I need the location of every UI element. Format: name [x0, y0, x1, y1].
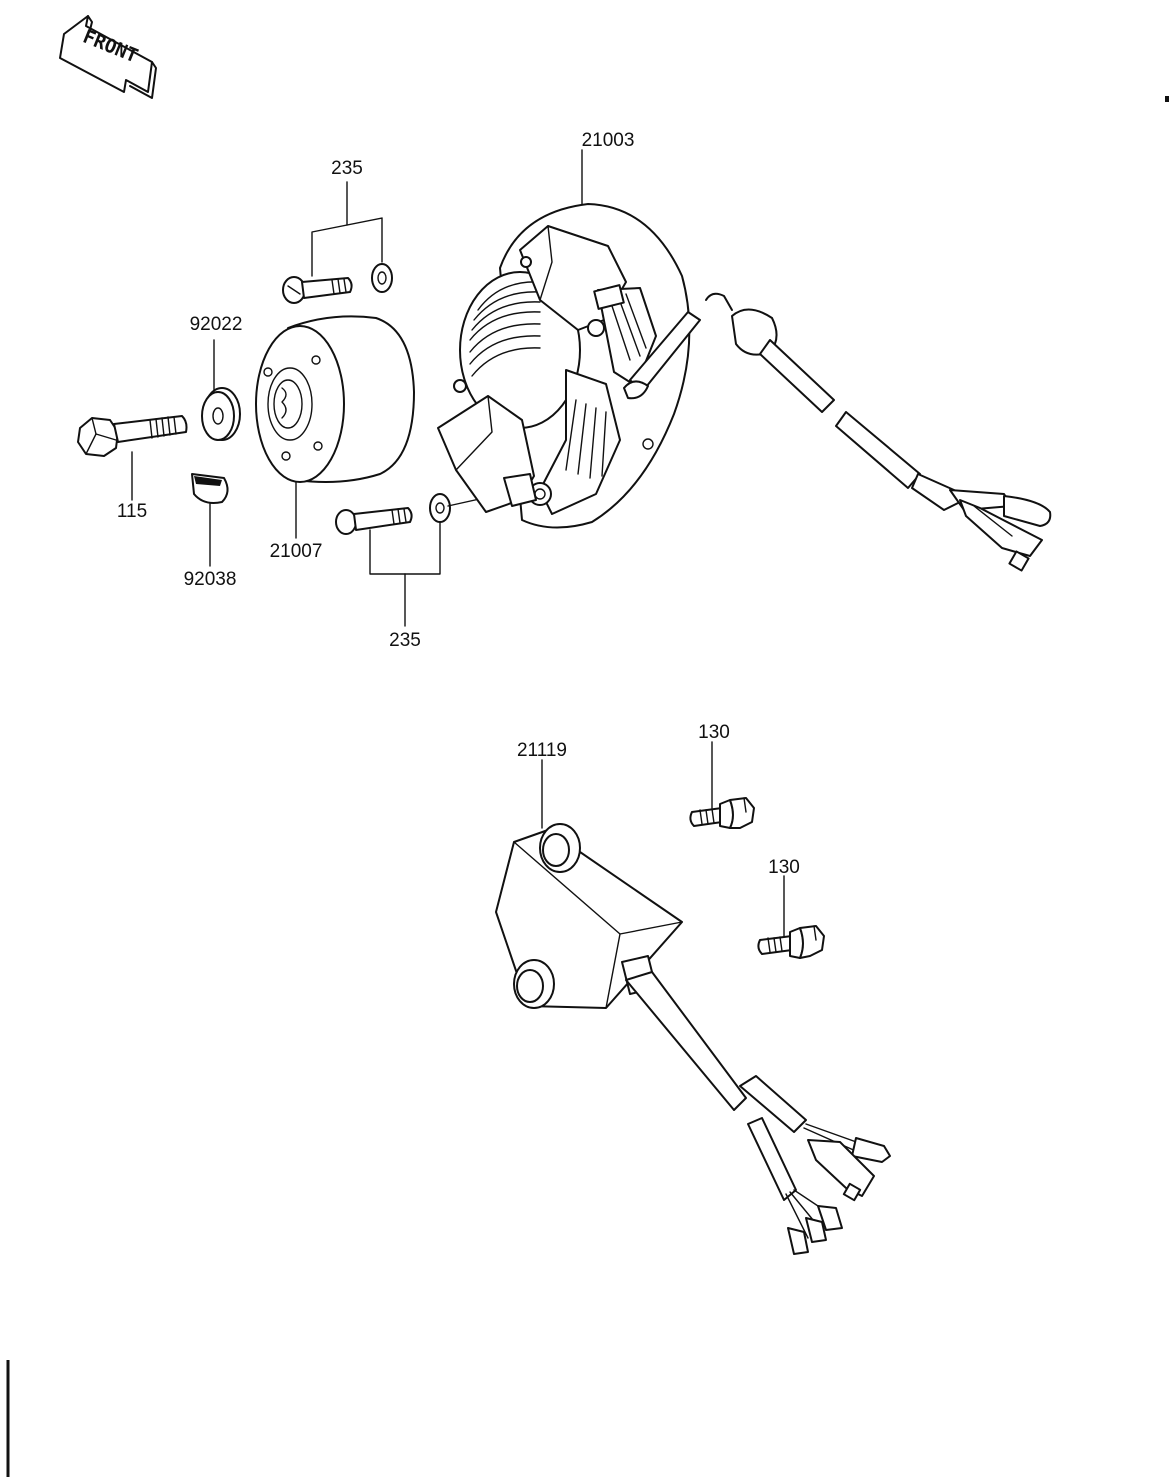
washer-235-top — [371, 263, 393, 293]
stator-21003 — [437, 203, 701, 529]
screw-235-bottom — [335, 507, 413, 535]
part-label-92038: 92038 — [184, 569, 237, 590]
rotor-21007 — [255, 315, 415, 483]
part-label-21007: 21007 — [270, 541, 323, 562]
edge-mark — [1165, 96, 1169, 102]
part-label-235-top: 235 — [331, 158, 363, 179]
bracket-235-top — [311, 217, 383, 277]
washer-235-bottom — [429, 493, 451, 523]
part-label-235-bottom: 235 — [389, 630, 421, 651]
part-label-21119: 21119 — [517, 740, 567, 761]
bracket-235-bottom — [369, 521, 441, 575]
part-label-130-top: 130 — [698, 722, 730, 743]
bolt-130-bottom — [757, 925, 825, 959]
part-label-92022: 92022 — [190, 314, 243, 335]
bolt-115 — [77, 415, 188, 457]
part-label-130-bottom: 130 — [768, 857, 800, 878]
bolt-130-top — [689, 797, 755, 829]
front-arrow-icon: FRONT — [59, 15, 157, 99]
cdi-unit-21119 — [495, 823, 891, 1255]
part-label-21003: 21003 — [582, 130, 635, 151]
stator-harness — [705, 292, 1052, 572]
key-92038 — [191, 473, 229, 504]
washer-92022 — [201, 387, 241, 441]
screw-235-top — [282, 276, 353, 304]
part-label-115: 115 — [117, 501, 147, 522]
